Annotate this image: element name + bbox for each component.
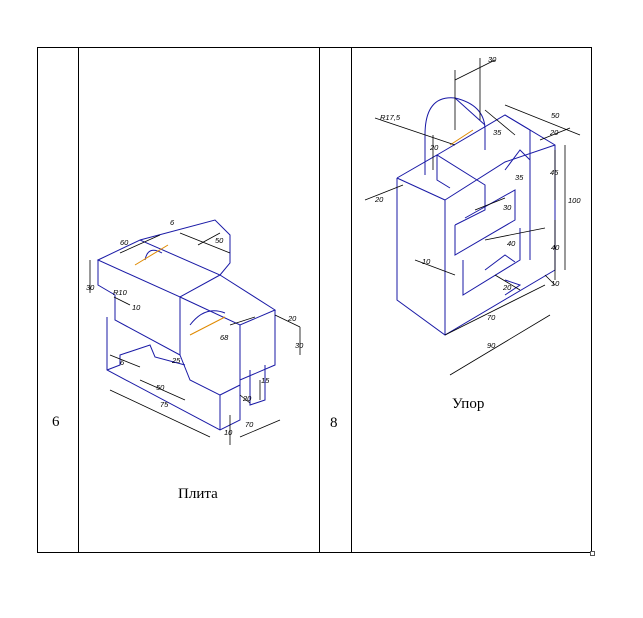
dim-label: 20: [242, 394, 252, 403]
task-table: [37, 47, 592, 553]
dim-label: 100: [568, 196, 581, 205]
dim-label: 30: [503, 203, 512, 212]
column-divider: [351, 48, 352, 552]
dim-label: 75: [160, 400, 169, 409]
dim-label: 68: [220, 333, 229, 342]
dim-label: 10: [132, 303, 141, 312]
plita-isometric-drawing: 6 60 50 30 R10 10 68 20 30 6 25 50 75 15…: [86, 218, 304, 445]
plita-outline: [96, 219, 277, 431]
dim-label: 10: [224, 428, 233, 437]
caption-upor: Упор: [452, 396, 485, 412]
row-number-8: 8: [330, 415, 338, 431]
dim-label: 50: [156, 383, 165, 392]
dim-label: 15: [261, 376, 270, 385]
dim-label: 6: [120, 358, 125, 367]
dim-label: R10: [113, 288, 128, 297]
upor-dimension-lines: [364, 58, 581, 376]
dim-label: 10: [422, 257, 431, 266]
upor-axis-lines: [449, 129, 474, 146]
dim-label: 30: [488, 55, 497, 64]
dim-label: 20: [429, 143, 439, 152]
column-divider: [78, 48, 79, 552]
row-number-6: 6: [52, 414, 60, 430]
dim-label: 45: [550, 168, 559, 177]
plita-dimension-lines: [89, 232, 301, 445]
column-divider: [319, 48, 320, 552]
dim-label: 20: [374, 195, 384, 204]
resize-handle[interactable]: [590, 551, 595, 556]
dim-label: 6: [170, 218, 175, 227]
dim-label: 10: [551, 279, 560, 288]
upor-dimension-labels: 30 R17,5 20 35 50 20 35 45 100 20 30 40 …: [374, 55, 581, 350]
dim-label: 40: [551, 243, 560, 252]
dim-label: 30: [295, 341, 304, 350]
dim-label: 30: [86, 283, 95, 292]
dim-label: 90: [487, 341, 496, 350]
dim-label: 50: [215, 236, 224, 245]
plita-axis-lines: [134, 244, 226, 336]
plita-dimension-labels: 6 60 50 30 R10 10 68 20 30 6 25 50 75 15…: [86, 218, 304, 437]
upor-isometric-drawing: 30 R17,5 20 35 50 20 35 45 100 20 30 40 …: [364, 55, 581, 376]
dim-label: 35: [515, 173, 524, 182]
dim-label: 20: [287, 314, 297, 323]
dim-label: 20: [502, 283, 512, 292]
dim-label: 70: [245, 420, 254, 429]
caption-plita: Плита: [178, 486, 218, 502]
dim-label: R17,5: [380, 113, 401, 122]
dim-label: 40: [507, 239, 516, 248]
dim-label: 35: [493, 128, 502, 137]
dim-label: 70: [487, 313, 496, 322]
dim-label: 50: [551, 111, 560, 120]
dim-label: 20: [549, 128, 559, 137]
dim-label: 60: [120, 238, 129, 247]
dim-label: 25: [171, 356, 181, 365]
